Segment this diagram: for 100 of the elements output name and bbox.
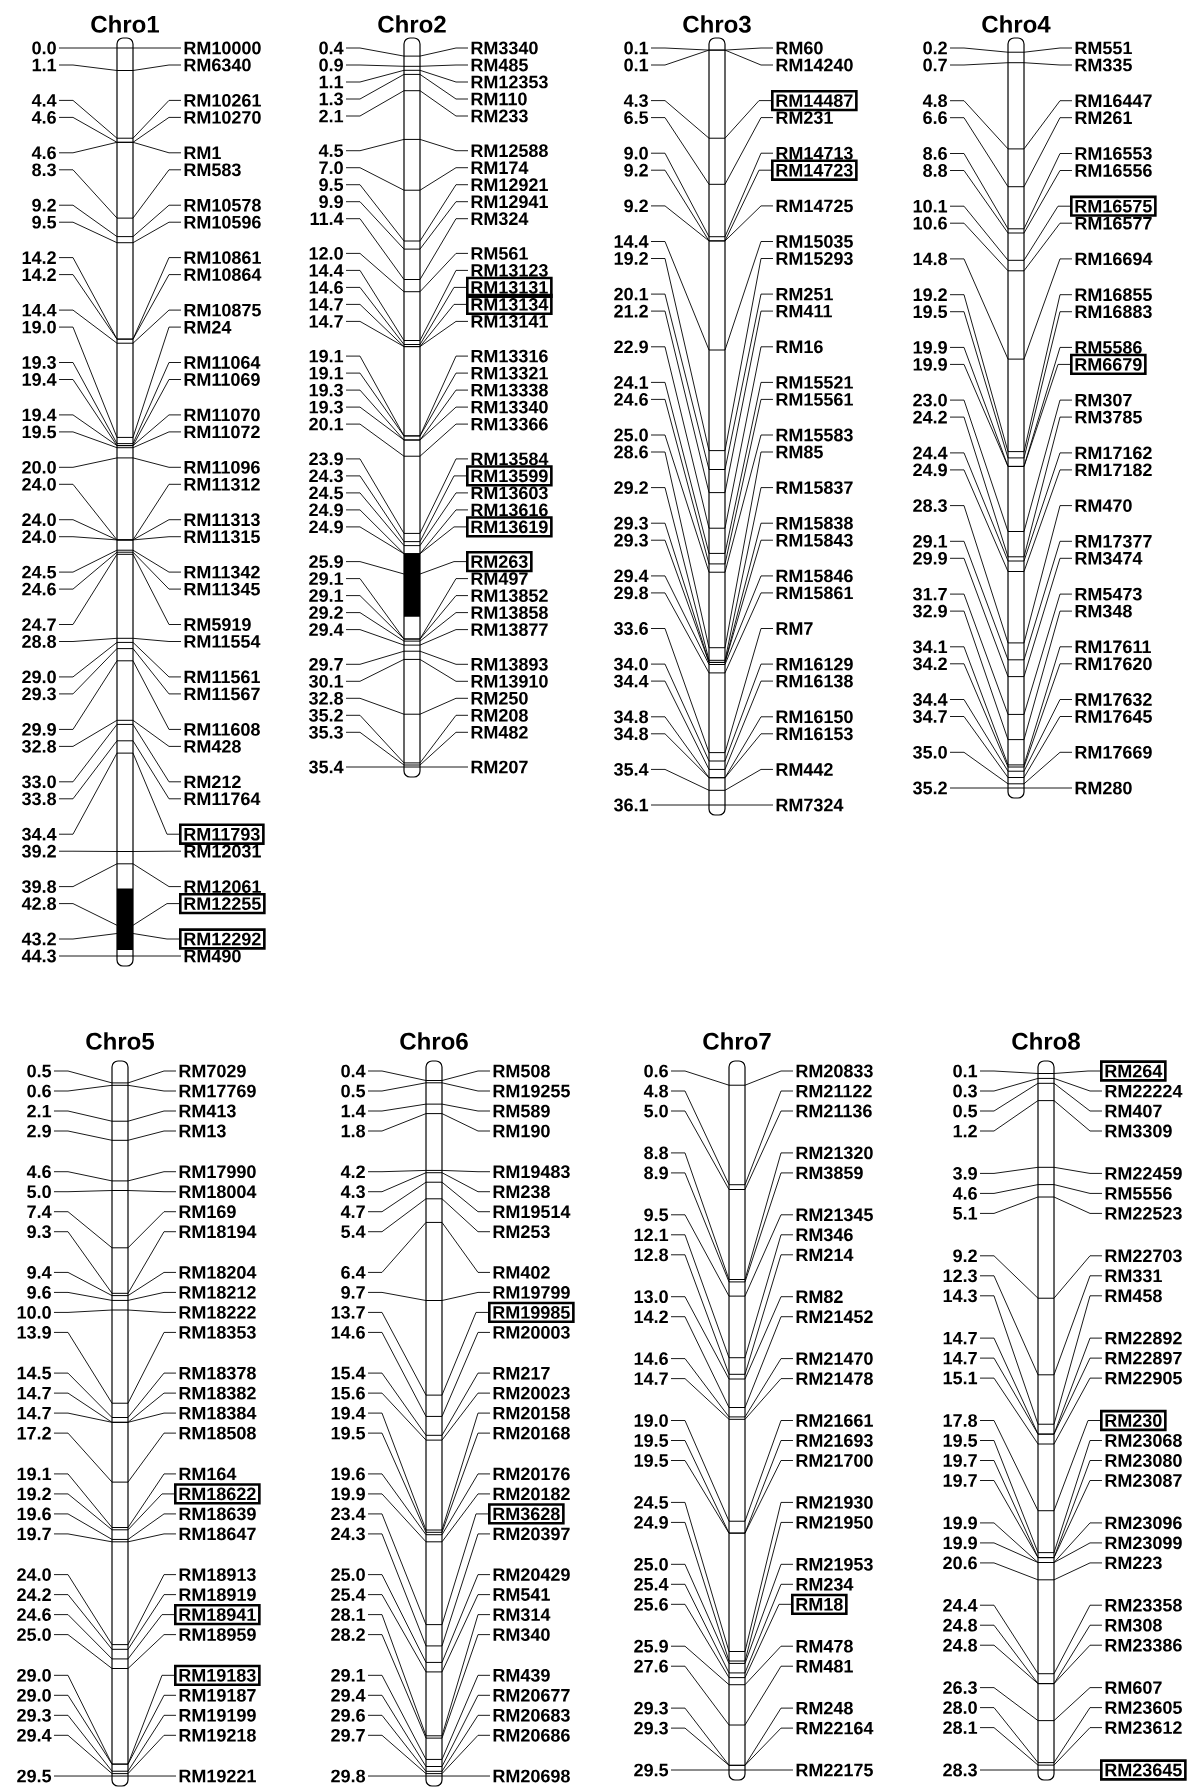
position-label: 28.3 [943,1763,977,1777]
marker-label: RM18919 [179,1588,256,1601]
position-label: 19.3 [22,356,56,369]
marker-label: RM231 [776,111,833,124]
position-label: 25.0 [614,428,648,442]
marker-label: RM21661 [796,1414,873,1427]
marker-label: RM280 [1075,781,1132,795]
marker-label: RM21470 [796,1352,873,1365]
position-label: 24.9 [913,463,947,477]
position-label: 9.2 [32,198,56,212]
marker-label: RM340 [493,1628,550,1641]
position-label: 35.3 [309,725,343,739]
position-label: 2.1 [319,109,344,123]
position-label: 8.9 [644,1166,668,1180]
marker-label: RM21452 [796,1310,873,1324]
marker-label: RM11764 [184,792,261,806]
position-label: 23.4 [331,1507,366,1521]
marker-label: RM18384 [179,1406,257,1420]
position-label: 5.0 [644,1104,668,1118]
marker-label: RM15293 [776,252,853,265]
marker-label: RM23358 [1105,1598,1182,1612]
position-label: 14.7 [17,1386,51,1400]
marker-label: RM22459 [1105,1167,1182,1180]
position-label: 12.1 [634,1228,669,1242]
boxed-marker-label: RM230 [1100,1409,1167,1432]
marker-label: RM23099 [1105,1536,1182,1550]
marker-label: RM21478 [796,1372,873,1385]
position-label: 4.8 [643,1084,669,1098]
position-label: 0.4 [319,41,344,55]
boxed-marker-label: RM19985 [488,1301,575,1324]
marker-label: RM13603 [471,486,548,500]
marker-label: RM442 [776,763,833,776]
marker-label: RM23080 [1105,1454,1182,1467]
marker-label: RM22523 [1105,1207,1182,1220]
position-label: 10.0 [17,1306,51,1319]
boxed-marker-label: RM14723 [771,159,858,181]
marker-label: RM20023 [493,1386,570,1400]
boxed-marker-label: RM3628 [488,1503,565,1525]
marker-label: RM7 [776,622,813,635]
position-label: 0.1 [953,1064,978,1078]
marker-label: RM22175 [796,1763,873,1777]
position-label: 19.9 [913,341,947,354]
chromosome-title: Chro6 [400,1032,468,1050]
marker-label: RM16447 [1075,94,1152,108]
position-label: 33.6 [614,622,648,635]
boxed-marker-label: RM19183 [174,1664,261,1686]
marker-label: RM16129 [776,657,853,671]
position-label: 33.0 [21,775,56,789]
marker-label: RM250 [471,691,528,705]
position-label: 9.2 [624,199,648,213]
marker-label: RM15861 [776,586,853,600]
marker-label: RM13893 [471,657,548,671]
marker-label: RM13616 [471,503,548,517]
position-label: 24.8 [943,1618,978,1632]
marker-label: RM331 [1105,1269,1162,1283]
position-label: 27.6 [634,1659,668,1673]
marker-label: RM324 [471,212,529,226]
position-label: 34.8 [614,710,649,724]
marker-label: RM13 [179,1124,226,1138]
boxed-marker-label: RM11793 [179,823,265,845]
position-label: 12.3 [943,1269,977,1283]
position-label: 29.1 [309,589,344,602]
position-label: 24.6 [22,582,56,596]
position-label: 36.1 [614,798,649,812]
position-label: 44.3 [21,949,56,963]
marker-label: RM15035 [776,235,853,248]
position-label: 29.1 [913,534,948,548]
chromosome-title: Chro2 [378,15,446,33]
position-label: 6.6 [923,111,947,125]
position-label: 14.2 [22,251,56,264]
position-label: 0.2 [923,41,947,55]
position-label: 9.5 [32,215,57,229]
chromosome-title: Chro5 [86,1032,154,1050]
position-label: 13.0 [634,1290,668,1304]
boxed-marker-label: RM13599 [466,465,553,487]
marker-label: RM22164 [796,1721,874,1735]
position-label: 29.1 [331,1668,366,1682]
marker-label: RM14240 [776,58,853,72]
marker-label: RM10864 [184,268,262,281]
marker-label: RM15838 [776,516,853,530]
position-label: 19.2 [614,252,648,265]
marker-label: RM11070 [184,408,260,422]
marker-label: RM348 [1075,604,1132,618]
position-label: 29.7 [331,1728,365,1742]
chromosome-title: Chro8 [1012,1032,1080,1050]
position-label: 19.5 [634,1434,669,1447]
position-label: 4.8 [922,94,948,108]
marker-label: RM23087 [1105,1474,1182,1487]
position-label: 34.4 [21,827,57,841]
marker-label: RM10596 [184,215,261,229]
marker-label: RM3474 [1075,551,1143,565]
position-label: 29.3 [17,1708,51,1722]
marker-label: RM10000 [184,41,261,55]
position-label: 10.1 [913,199,948,213]
position-label: 0.6 [644,1064,668,1078]
marker-label: RM18212 [179,1286,256,1299]
position-label: 5.1 [953,1207,978,1220]
marker-label: RM18204 [179,1266,257,1279]
position-label: 4.6 [31,111,56,124]
marker-label: RM207 [471,760,528,774]
